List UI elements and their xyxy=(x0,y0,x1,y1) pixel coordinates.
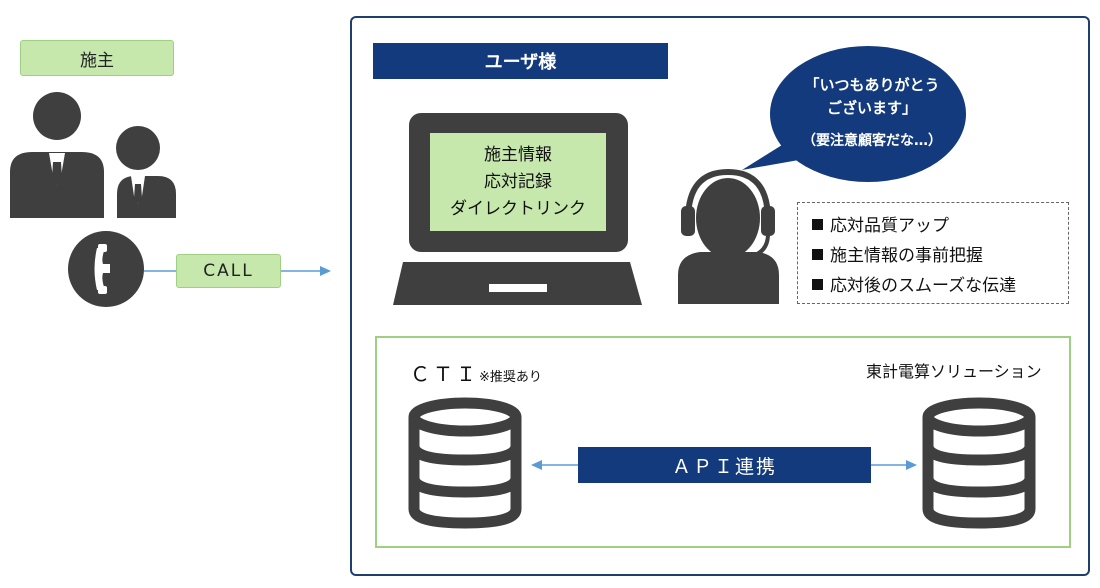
system-frame xyxy=(375,336,1071,548)
speech-line-2: ございます」 xyxy=(826,99,917,117)
api-arrowhead-right xyxy=(906,460,917,470)
cti-title: ＣＴＩ xyxy=(410,362,479,386)
benefit-label: 応対品質アップ xyxy=(830,216,949,236)
screen-line-direct-link: ダイレクトリンク xyxy=(450,198,586,219)
owner-label: 施主 xyxy=(20,40,174,76)
benefits-box: 応対品質アップ 施主情報の事前把握 応対後のスムーズな伝達 xyxy=(797,202,1069,304)
phone-icon xyxy=(68,231,144,307)
solution-database-icon xyxy=(922,397,1036,529)
benefit-item: 施主情報の事前把握 xyxy=(812,241,1068,271)
solution-label: 東計電算ソリューション xyxy=(866,362,1042,381)
user-label: ユーザ様 xyxy=(373,43,668,79)
benefit-label: 応対後のスムーズな伝達 xyxy=(830,276,1017,296)
square-bullet-icon xyxy=(812,249,823,260)
people-icon xyxy=(10,92,176,218)
operator-headset-icon xyxy=(678,168,779,304)
screen-line-owner-info: 施主情報 xyxy=(484,144,552,165)
benefit-item: 応対品質アップ xyxy=(812,211,1068,241)
speech-bubble-text: 「いつもありがとう ございます」 （要注意顧客だな…） xyxy=(772,74,972,153)
benefit-label: 施主情報の事前把握 xyxy=(830,246,983,266)
user-frame xyxy=(350,16,1090,576)
api-label: ＡＰＩ連携 xyxy=(578,447,871,483)
benefit-item: 応対後のスムーズな伝達 xyxy=(812,271,1068,301)
laptop-screen: 施主情報 応対記録 ダイレクトリンク xyxy=(430,133,606,231)
cti-database-icon xyxy=(408,397,522,529)
speech-note: （要注意顧客だな…） xyxy=(802,133,942,149)
speech-line-1: 「いつもありがとう xyxy=(804,76,940,94)
call-label: CALL xyxy=(176,254,281,288)
square-bullet-icon xyxy=(812,279,823,290)
square-bullet-icon xyxy=(812,219,823,230)
api-arrowhead-left xyxy=(531,460,542,470)
speech-bubble xyxy=(742,46,966,182)
cti-label: ＣＴＩ※推奨あり xyxy=(410,358,542,387)
screen-line-record: 応対記録 xyxy=(484,171,552,192)
call-arrowhead xyxy=(320,266,331,276)
cti-note: ※推奨あり xyxy=(479,370,542,385)
